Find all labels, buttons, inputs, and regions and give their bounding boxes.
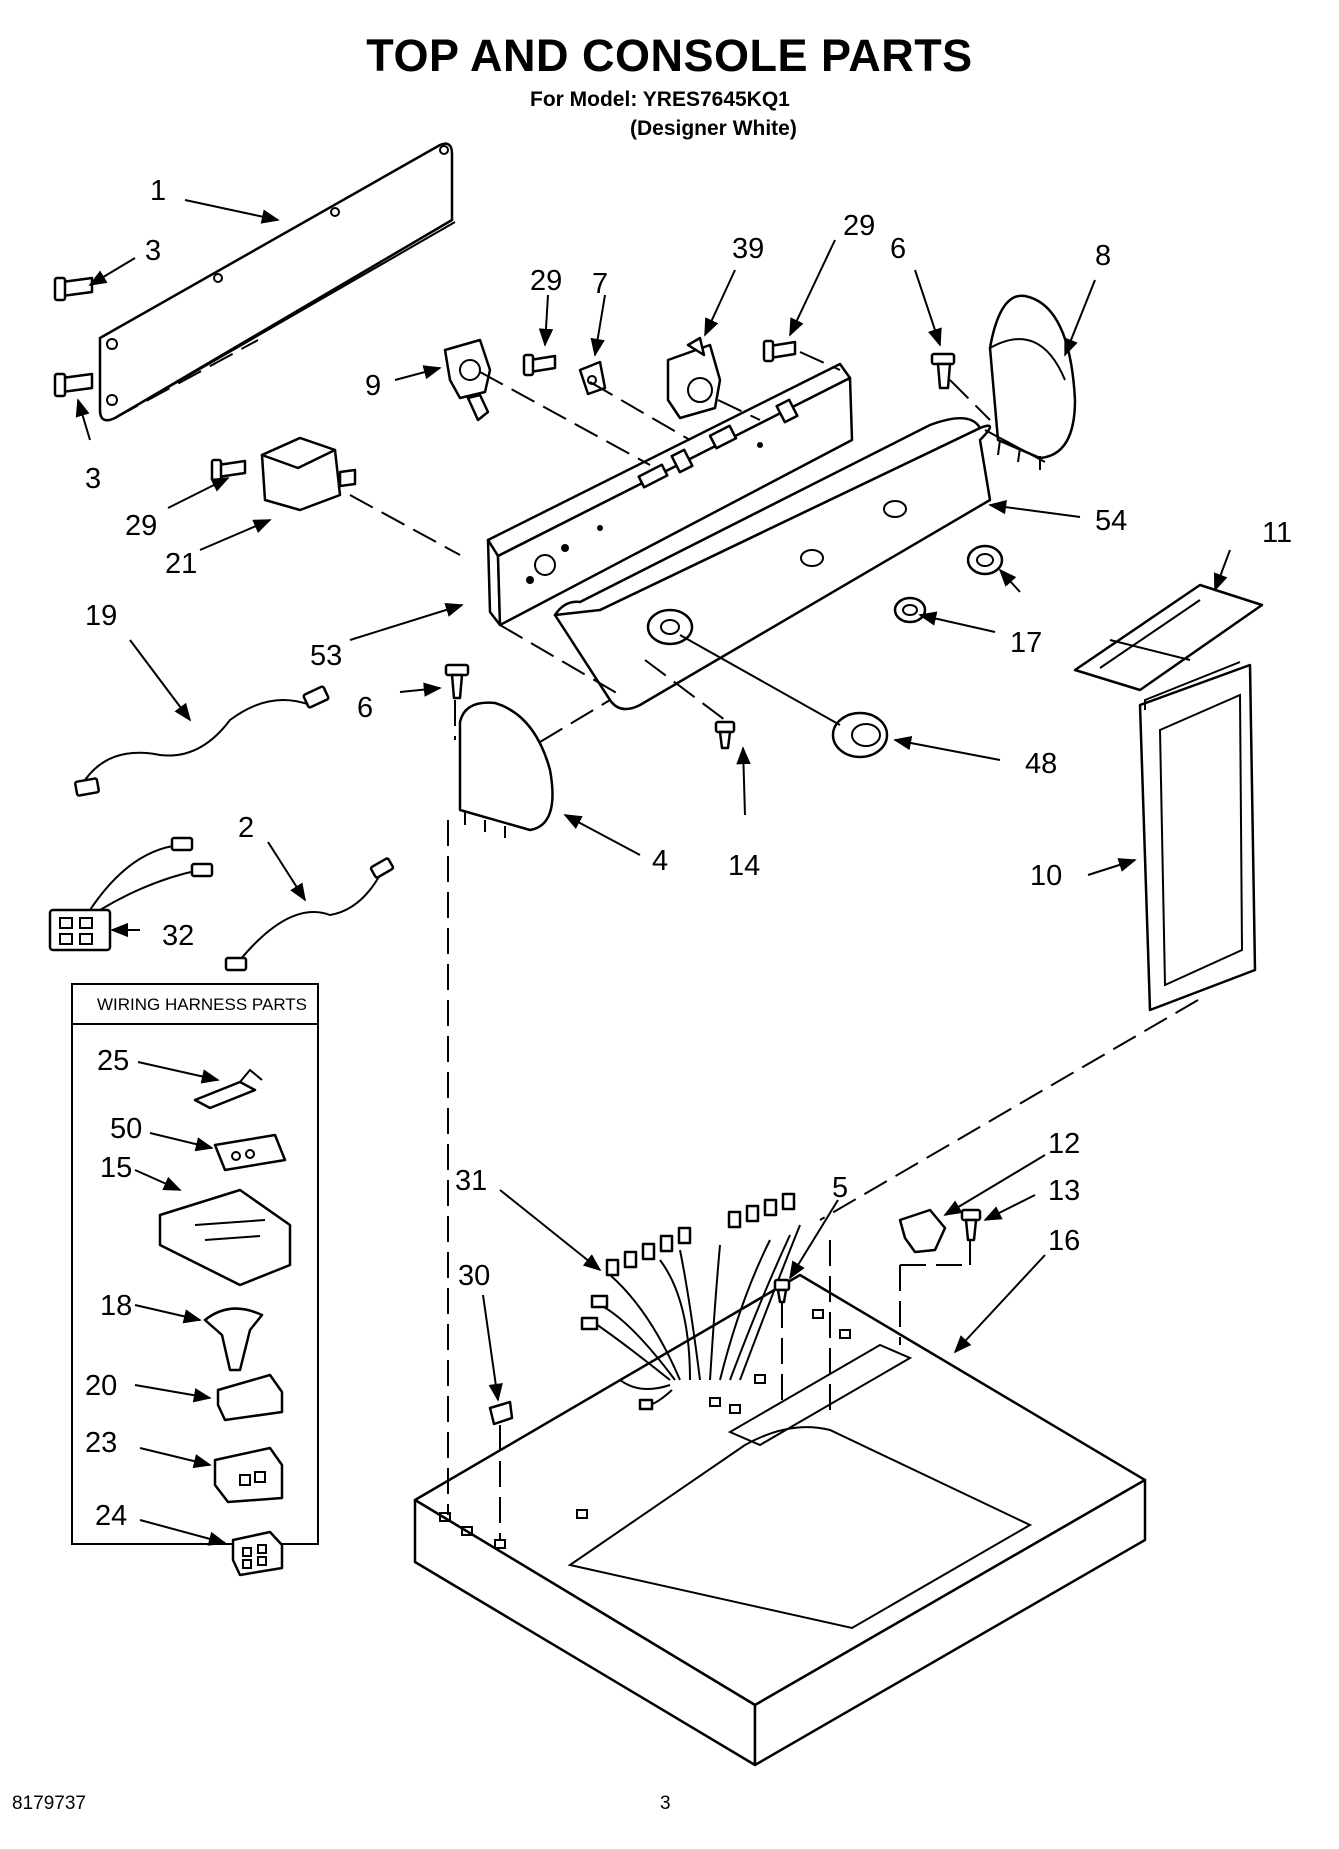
callout-15: 15 bbox=[100, 1152, 132, 1184]
document-number: 8179737 bbox=[12, 1793, 86, 1814]
callout-13: 13 bbox=[1048, 1175, 1080, 1207]
callout-18: 18 bbox=[100, 1290, 132, 1322]
callout-23: 23 bbox=[85, 1427, 117, 1459]
part-2-wire bbox=[224, 857, 395, 972]
page-number: 3 bbox=[660, 1793, 671, 1814]
part-14-screw bbox=[714, 720, 736, 750]
part-19-wire bbox=[74, 685, 330, 797]
callout-29: 29 bbox=[530, 265, 562, 297]
part-29-screw-c bbox=[210, 458, 247, 482]
part-29-screw-b bbox=[762, 339, 797, 363]
part-17-knob-lower bbox=[893, 596, 927, 624]
part-30-bracket bbox=[488, 1400, 514, 1426]
assembly-lines bbox=[114, 339, 1199, 1540]
part-17-knob-upper bbox=[966, 544, 1004, 576]
page-title: TOP AND CONSOLE PARTS bbox=[366, 30, 973, 81]
part-4-endcap-left bbox=[458, 701, 554, 838]
callout-7: 7 bbox=[592, 268, 608, 300]
part-25-terminal bbox=[193, 1068, 263, 1110]
part-50-housing bbox=[213, 1133, 287, 1172]
callout-2: 2 bbox=[238, 812, 254, 844]
callout-50: 50 bbox=[110, 1113, 142, 1145]
part-9-switch bbox=[443, 338, 492, 422]
callout-32: 32 bbox=[162, 920, 194, 952]
part-53-console-rail bbox=[486, 362, 854, 627]
callout-14: 14 bbox=[728, 850, 760, 882]
callout-3: 3 bbox=[145, 235, 161, 267]
callout-19: 19 bbox=[85, 600, 117, 632]
callout-30: 30 bbox=[458, 1260, 490, 1292]
callout-4: 4 bbox=[652, 845, 668, 877]
callout-labels: 1 3 3 29 7 39 29 6 8 9 29 21 54 11 19 53… bbox=[85, 175, 1292, 1532]
callout-11: 11 bbox=[1262, 517, 1292, 549]
part-18-clip bbox=[203, 1307, 264, 1372]
part-32-connector bbox=[48, 836, 214, 952]
part-23-housing bbox=[213, 1446, 284, 1504]
part-24-connector bbox=[231, 1530, 284, 1577]
callout-1: 1 bbox=[150, 175, 166, 207]
part-48-knob bbox=[831, 711, 889, 759]
model-line: For Model: YRES7645KQ1 bbox=[530, 88, 790, 111]
part-21-control bbox=[260, 436, 357, 512]
callout-3: 3 bbox=[85, 463, 101, 495]
callout-39: 39 bbox=[732, 233, 764, 265]
part-5-screw bbox=[773, 1278, 791, 1304]
callout-20: 20 bbox=[85, 1370, 117, 1402]
part-39-timer bbox=[666, 336, 722, 420]
callout-17: 17 bbox=[1010, 627, 1042, 659]
callout-12: 12 bbox=[1048, 1128, 1080, 1160]
callout-24: 24 bbox=[95, 1500, 127, 1532]
callout-16: 16 bbox=[1048, 1225, 1080, 1257]
part-20-housing bbox=[216, 1373, 284, 1422]
callout-6: 6 bbox=[890, 233, 906, 265]
callout-48: 48 bbox=[1025, 748, 1057, 780]
callout-6: 6 bbox=[357, 692, 373, 724]
callout-5: 5 bbox=[832, 1172, 848, 1204]
callout-9: 9 bbox=[365, 370, 381, 402]
callout-53: 53 bbox=[310, 640, 342, 672]
part-10-lint-screen bbox=[1138, 661, 1257, 1012]
wiring-harness-box: WIRING HARNESS PARTS bbox=[71, 983, 319, 1545]
leader-arrows bbox=[75, 199, 1231, 1546]
callout-54: 54 bbox=[1095, 505, 1127, 537]
part-12-bracket bbox=[898, 1208, 947, 1254]
wiring-box-title: WIRING HARNESS PARTS bbox=[97, 995, 307, 1014]
callout-29: 29 bbox=[843, 210, 875, 242]
part-29-screw-a bbox=[522, 353, 557, 377]
callout-25: 25 bbox=[97, 1045, 129, 1077]
part-11-lint-screen-cover bbox=[1073, 583, 1264, 692]
callout-31: 31 bbox=[455, 1165, 487, 1197]
model-variant: (Designer White) bbox=[630, 117, 797, 140]
callout-10: 10 bbox=[1030, 860, 1062, 892]
part-15-block bbox=[158, 1188, 292, 1287]
part-6-screw-top bbox=[930, 352, 956, 390]
part-16-top bbox=[413, 1273, 1147, 1767]
callout-29: 29 bbox=[125, 510, 157, 542]
part-1-rear-panel bbox=[98, 142, 456, 422]
part-31-harness bbox=[580, 1192, 801, 1411]
part-6-screw-lower bbox=[444, 663, 470, 700]
part-3-screw-lower bbox=[53, 372, 94, 398]
callout-21: 21 bbox=[165, 548, 197, 580]
part-3-screw-upper bbox=[53, 276, 94, 302]
callout-8: 8 bbox=[1095, 240, 1111, 272]
part-8-endcap-right bbox=[984, 294, 1077, 470]
part-13-screw bbox=[960, 1208, 982, 1242]
